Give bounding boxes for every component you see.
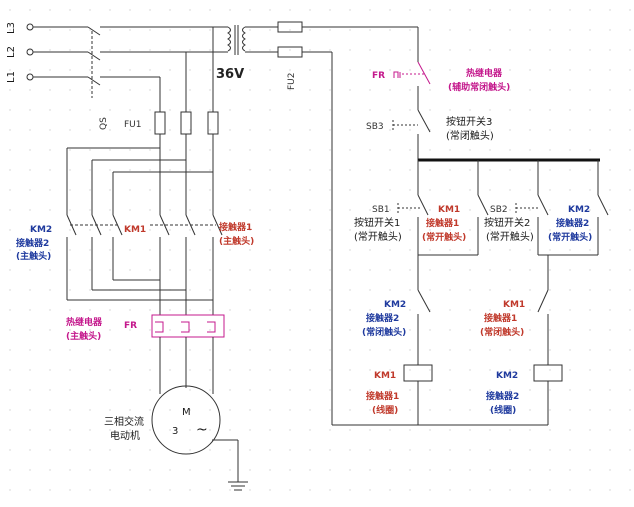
fr-main-name: 热继电器 bbox=[66, 316, 103, 328]
km1-nc-name: 接触器1 bbox=[484, 312, 517, 324]
km2-main-name: 接触器2 bbox=[16, 237, 49, 249]
background-grid bbox=[9, 9, 631, 491]
km2-aux-role: (常开触头) bbox=[548, 231, 592, 243]
km1-main-tag: KM1 bbox=[124, 225, 146, 235]
km2-nc-role: (常闭触头) bbox=[362, 326, 406, 338]
km2-coil bbox=[533, 364, 563, 382]
fr-aux-tag: FR bbox=[372, 71, 385, 81]
km2-coil-tag: KM2 bbox=[496, 371, 518, 381]
sb2-name: 按钮开关2 bbox=[484, 216, 530, 229]
km1-main-name: 接触器1 bbox=[219, 221, 252, 233]
phase-terminals: L3 L2 L1 bbox=[6, 22, 88, 83]
motor: M 3 ~ 三相交流 电动机 bbox=[104, 385, 248, 491]
motor-ac-symbol: ~ bbox=[196, 422, 208, 438]
km1-nc-tag: KM1 bbox=[503, 300, 525, 310]
terminal-l1 bbox=[26, 73, 34, 81]
sb2-role: (常开触头) bbox=[486, 230, 534, 243]
sb3-role: (常闭触头) bbox=[446, 129, 494, 142]
km1-main-role: (主触头) bbox=[219, 235, 254, 247]
transformer-secondary-coil bbox=[242, 26, 246, 52]
control-circuit: FR 热继电器 (辅助常闭触头) SB3 按钮开关3 (常闭触头) SB1 按钮… bbox=[354, 61, 609, 425]
motor-symbol-circle bbox=[151, 385, 221, 455]
sb3-name: 按钮开关3 bbox=[446, 115, 492, 128]
km2-nc-name: 接触器2 bbox=[366, 312, 399, 324]
km1-aux-name: 接触器1 bbox=[426, 217, 459, 229]
transformer-primary-coil bbox=[227, 26, 231, 52]
km2-main-contacts bbox=[66, 214, 213, 301]
motor-label-line1: 三相交流 bbox=[104, 415, 144, 428]
fr-aux-name: 热继电器 bbox=[466, 67, 503, 79]
km2-reversing-wiring bbox=[66, 147, 213, 215]
motor-label-line2: 电动机 bbox=[110, 429, 140, 442]
km1-aux-role: (常开触头) bbox=[422, 231, 466, 243]
km1-aux-tag: KM1 bbox=[438, 205, 460, 215]
km2-aux-name: 接触器2 bbox=[556, 217, 589, 229]
km2-main-tag: KM2 bbox=[30, 225, 52, 235]
km1-nc-role: (常闭触头) bbox=[480, 326, 524, 338]
terminal-l3 bbox=[26, 23, 34, 31]
km1-coil-tag: KM1 bbox=[374, 371, 396, 381]
km1-coil bbox=[403, 364, 433, 382]
qs-label: QS bbox=[99, 117, 109, 130]
fu2-label: FU2 bbox=[287, 73, 297, 91]
sb2-tag: SB2 bbox=[490, 205, 508, 215]
km2-nc-tag: KM2 bbox=[384, 300, 406, 310]
km1-main-contacts bbox=[150, 214, 223, 315]
km2-main-role: (主触头) bbox=[16, 250, 51, 262]
fu1-fuses: FU1 bbox=[124, 111, 219, 135]
phase-label-l2: L2 bbox=[6, 46, 17, 58]
main-power-circuit: L3 L2 L1 QS bbox=[6, 21, 548, 491]
km1-coil-role: (线圈) bbox=[372, 404, 398, 416]
km2-coil-role: (线圈) bbox=[490, 404, 516, 416]
fu1-label: FU1 bbox=[124, 120, 142, 130]
fu2-fuses: FU2 bbox=[277, 21, 548, 426]
sb3-button: SB3 按钮开关3 (常闭触头) bbox=[366, 109, 494, 160]
km2-aux-tag: KM2 bbox=[568, 205, 590, 215]
phase-label-l1: L1 bbox=[6, 71, 17, 83]
transformer-voltage: 36V bbox=[216, 67, 244, 82]
fr-aux-role: (辅助常闭触头) bbox=[448, 81, 510, 93]
sb1-name: 按钮开关1 bbox=[354, 216, 400, 229]
qs-switch: QS bbox=[87, 26, 213, 130]
motor-phase-count: 3 bbox=[172, 426, 178, 437]
phase-label-l3: L3 bbox=[6, 22, 17, 34]
sb1-role: (常开触头) bbox=[354, 230, 402, 243]
fr-main-contacts: FR 热继电器 (主触头) bbox=[66, 314, 225, 342]
fr-main-role: (主触头) bbox=[66, 330, 101, 342]
fr-aux-contact: FR 热继电器 (辅助常闭触头) bbox=[372, 61, 510, 110]
sb1-tag: SB1 bbox=[372, 205, 390, 215]
transformer: 36V bbox=[186, 25, 278, 82]
fr-main-tag: FR bbox=[124, 321, 137, 331]
km1-coil-name: 接触器1 bbox=[366, 390, 399, 402]
sb3-tag: SB3 bbox=[366, 122, 384, 132]
motor-m: M bbox=[182, 407, 191, 418]
km2-coil-name: 接触器2 bbox=[486, 390, 519, 402]
